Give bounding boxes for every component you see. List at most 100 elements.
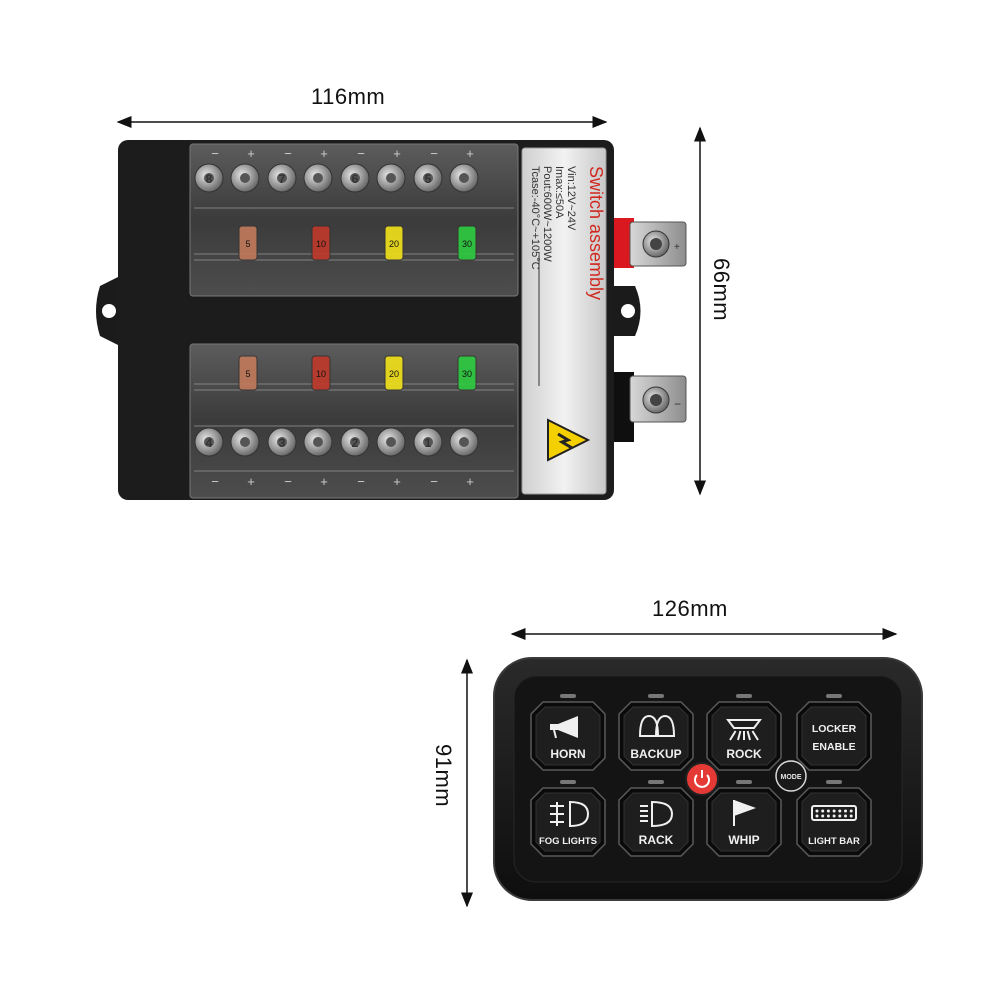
mode-label: MODE bbox=[781, 774, 802, 781]
switch-button-label: HORN bbox=[550, 747, 585, 761]
indicator-led bbox=[560, 780, 576, 784]
bottom-circuit-number: 2 bbox=[352, 436, 359, 450]
bottom-fuse-rating: 10 bbox=[316, 369, 326, 379]
bottom-terminal-screw bbox=[303, 427, 333, 457]
top-circuit-number: 6 bbox=[352, 172, 359, 186]
switch-button-rock[interactable]: ROCK bbox=[706, 701, 782, 771]
backup-lights-icon bbox=[638, 714, 676, 737]
bottom-polarity-mark: − bbox=[357, 474, 365, 489]
bottom-circuit-number: 1 bbox=[425, 436, 432, 450]
indicator-led bbox=[736, 780, 752, 784]
mode-button[interactable]: MODE bbox=[775, 760, 807, 792]
switch-button-light-bar[interactable]: LIGHT BAR bbox=[796, 787, 872, 857]
indicator-led bbox=[736, 694, 752, 698]
top-polarity-mark: − bbox=[284, 146, 292, 161]
bottom-terminal-screw bbox=[267, 427, 297, 457]
bottom-polarity-mark: − bbox=[430, 474, 438, 489]
bottom-fuse: 10 bbox=[311, 355, 331, 391]
top-terminal-screw bbox=[413, 163, 443, 193]
top-terminal-screw bbox=[194, 163, 224, 193]
switch-button-label: WHIP bbox=[728, 833, 759, 847]
indicator-led bbox=[648, 780, 664, 784]
top-fuse: 10 bbox=[311, 225, 331, 261]
bottom-circuit-number: 3 bbox=[279, 436, 286, 450]
switch-button-label: ROCK bbox=[726, 747, 762, 761]
bottom-circuit-number: 4 bbox=[206, 436, 213, 450]
top-polarity-mark: + bbox=[393, 146, 401, 161]
box-height-label: 66mm bbox=[709, 258, 734, 322]
bottom-polarity-mark: + bbox=[320, 474, 328, 489]
bottom-fuse-rating: 30 bbox=[462, 369, 472, 379]
switch-button-label: BACKUP bbox=[630, 747, 681, 761]
switch-button-label: LIGHT BAR bbox=[808, 836, 860, 847]
label-plate-spec-pout: Pout:600W~1200W bbox=[541, 166, 553, 262]
top-circuit-number: 8 bbox=[206, 172, 213, 186]
high-voltage-warning-icon bbox=[547, 418, 591, 462]
switch-button-label-line2: ENABLE bbox=[812, 741, 855, 753]
bottom-fuse: 5 bbox=[238, 355, 258, 391]
top-terminal-screw bbox=[303, 163, 333, 193]
horn-icon bbox=[550, 716, 578, 739]
switch-button-locker[interactable]: LOCKER ENABLE bbox=[796, 701, 872, 771]
top-fuse-rating: 20 bbox=[389, 239, 399, 249]
box-width-label: 116mm bbox=[311, 84, 386, 109]
top-fuse: 5 bbox=[238, 225, 258, 261]
rock-light-icon bbox=[726, 719, 762, 741]
top-polarity-mark: − bbox=[430, 146, 438, 161]
bottom-fuse: 30 bbox=[457, 355, 477, 391]
top-fuse-rating: 5 bbox=[245, 239, 250, 249]
switch-button-fog-lights[interactable]: FOG LIGHTS bbox=[530, 787, 606, 857]
rack-light-icon bbox=[640, 800, 674, 828]
top-fuse: 30 bbox=[457, 225, 477, 261]
bottom-terminal-screw bbox=[449, 427, 479, 457]
bottom-terminal-screw bbox=[413, 427, 443, 457]
switch-button-rack[interactable]: RACK bbox=[618, 787, 694, 857]
label-plate-spec-tcase: Tcase:-40°C~+105°C bbox=[529, 166, 541, 270]
bottom-polarity-mark: + bbox=[247, 474, 255, 489]
top-polarity-mark: + bbox=[466, 146, 474, 161]
top-fuse: 20 bbox=[384, 225, 404, 261]
bottom-fuse-rating: 20 bbox=[389, 369, 399, 379]
switch-button-label: FOG LIGHTS bbox=[539, 836, 597, 847]
top-fuse-rating: 30 bbox=[462, 239, 472, 249]
bottom-fuse: 20 bbox=[384, 355, 404, 391]
top-circuit-number: 7 bbox=[279, 172, 286, 186]
light-bar-icon bbox=[811, 805, 857, 821]
label-plate-spec-imax: Imax:≤50A bbox=[553, 166, 565, 219]
switch-button-horn[interactable]: HORN bbox=[530, 701, 606, 771]
top-terminal-screw bbox=[340, 163, 370, 193]
svg-text:−: − bbox=[674, 397, 681, 411]
top-polarity-mark: + bbox=[247, 146, 255, 161]
switch-button-whip[interactable]: WHIP bbox=[706, 787, 782, 857]
indicator-led bbox=[560, 694, 576, 698]
power-button[interactable] bbox=[685, 762, 719, 796]
negative-terminal: − bbox=[614, 372, 687, 442]
top-circuit-number: 5 bbox=[425, 172, 432, 186]
bottom-terminal-screw bbox=[340, 427, 370, 457]
bottom-polarity-mark: + bbox=[393, 474, 401, 489]
label-plate-spec-vin: Vin:12V~24V bbox=[565, 166, 577, 231]
switch-button-label: LOCKER bbox=[812, 723, 857, 735]
bottom-polarity-mark: − bbox=[211, 474, 219, 489]
positive-terminal: + bbox=[614, 218, 687, 268]
label-plate bbox=[521, 147, 607, 495]
top-polarity-mark: − bbox=[357, 146, 365, 161]
fog-lights-icon bbox=[550, 800, 590, 828]
top-terminal-screw bbox=[449, 163, 479, 193]
whip-flag-icon bbox=[733, 800, 756, 826]
bottom-terminal-screw bbox=[194, 427, 224, 457]
top-polarity-mark: + bbox=[320, 146, 328, 161]
top-polarity-mark: − bbox=[211, 146, 219, 161]
switch-button-backup[interactable]: BACKUP bbox=[618, 701, 694, 771]
panel-height-label: 91mm bbox=[431, 744, 456, 808]
label-plate-title: Switch assembly bbox=[586, 166, 606, 300]
bottom-cover bbox=[189, 343, 519, 499]
switch-button-label: RACK bbox=[639, 833, 674, 847]
top-terminal-screw bbox=[376, 163, 406, 193]
bottom-fuse-rating: 5 bbox=[245, 369, 250, 379]
top-terminal-screw bbox=[230, 163, 260, 193]
indicator-led bbox=[826, 780, 842, 784]
indicator-led bbox=[648, 694, 664, 698]
indicator-led bbox=[826, 694, 842, 698]
